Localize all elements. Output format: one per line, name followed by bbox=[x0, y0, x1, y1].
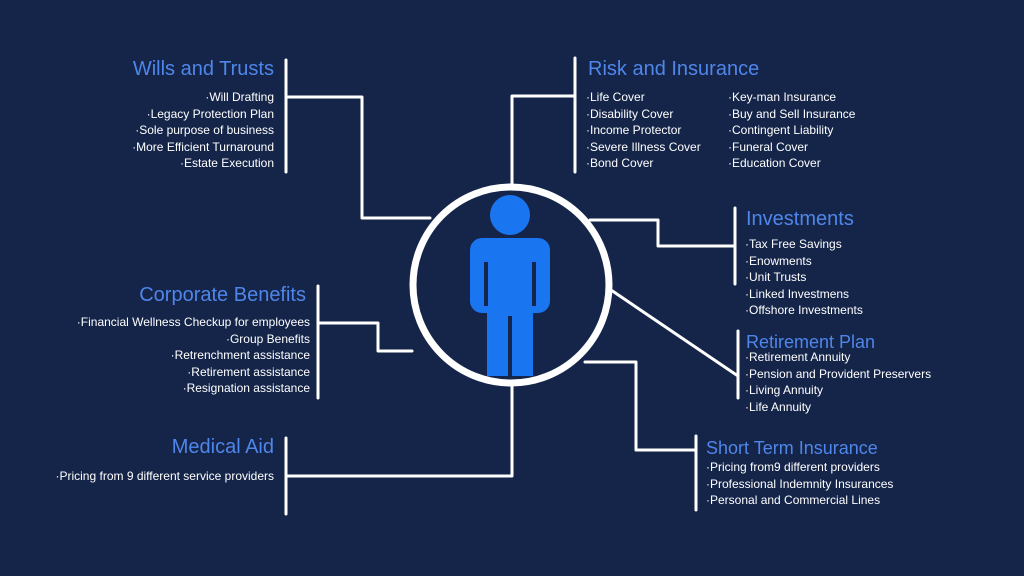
list-item: Enowments bbox=[745, 253, 863, 270]
list-item: Pricing from9 different providers bbox=[706, 459, 893, 476]
person-icon bbox=[470, 195, 550, 376]
list-item: Retirement Annuity bbox=[745, 349, 931, 366]
list-item: Personal and Commercial Lines bbox=[706, 492, 893, 509]
list-item: Tax Free Savings bbox=[745, 236, 863, 253]
risk-title: Risk and Insurance bbox=[588, 58, 760, 80]
list-item: Linked Investmens bbox=[745, 286, 863, 303]
shortterm-title: Short Term Insurance bbox=[706, 438, 878, 458]
risk-list-col2: Key-man Insurance Buy and Sell Insurance… bbox=[728, 89, 855, 172]
connector-investments bbox=[588, 218, 737, 248]
list-item: Income Protector bbox=[586, 122, 701, 139]
wills-list: Will Drafting Legacy Protection Plan Sol… bbox=[132, 89, 274, 172]
connector-medical bbox=[284, 383, 514, 478]
corporate-list: Financial Wellness Checkup for employees… bbox=[77, 314, 310, 397]
list-item: Life Cover bbox=[586, 89, 701, 106]
medical-list: Pricing from 9 different service provide… bbox=[55, 468, 274, 485]
list-item: Estate Execution bbox=[132, 155, 274, 172]
connector-shortterm bbox=[583, 360, 698, 452]
list-item: Sole purpose of business bbox=[132, 122, 274, 139]
list-item: Unit Trusts bbox=[745, 269, 863, 286]
list-item: Living Annuity bbox=[745, 382, 931, 399]
list-item: Will Drafting bbox=[132, 89, 274, 106]
list-item: Buy and Sell Insurance bbox=[728, 106, 855, 123]
list-item: Contingent Liability bbox=[728, 122, 855, 139]
shortterm-list: Pricing from9 different providers Profes… bbox=[706, 459, 893, 509]
connector-risk bbox=[510, 94, 577, 188]
connector-retirement bbox=[609, 288, 740, 378]
retirement-title: Retirement Plan bbox=[746, 332, 876, 352]
list-item: Legacy Protection Plan bbox=[132, 106, 274, 123]
connector-wills bbox=[284, 95, 432, 220]
list-item: Group Benefits bbox=[77, 331, 310, 348]
list-item: More Efficient Turnaround bbox=[132, 139, 274, 156]
list-item: Pricing from 9 different service provide… bbox=[55, 468, 274, 485]
list-item: Severe Illness Cover bbox=[586, 139, 701, 156]
list-item: Education Cover bbox=[728, 155, 855, 172]
list-item: Professional Indemnity Insurances bbox=[706, 476, 893, 493]
connector-corporate bbox=[316, 321, 414, 353]
retirement-list: Retirement Annuity Pension and Provident… bbox=[745, 349, 931, 415]
risk-list-col1: Life Cover Disability Cover Income Prote… bbox=[586, 89, 701, 172]
list-item: Funeral Cover bbox=[728, 139, 855, 156]
investments-list: Tax Free Savings Enowments Unit Trusts L… bbox=[745, 236, 863, 319]
list-item: Offshore Investments bbox=[745, 302, 863, 319]
corporate-title: Corporate Benefits bbox=[139, 284, 306, 306]
investments-title: Investments bbox=[746, 208, 854, 230]
list-item: Pension and Provident Preservers bbox=[745, 366, 931, 383]
list-item: Disability Cover bbox=[586, 106, 701, 123]
list-item: Key-man Insurance bbox=[728, 89, 855, 106]
list-item: Life Annuity bbox=[745, 399, 931, 416]
list-item: Resignation assistance bbox=[77, 380, 310, 397]
list-item: Retrenchment assistance bbox=[77, 347, 310, 364]
medical-title: Medical Aid bbox=[171, 436, 274, 458]
wills-title: Wills and Trusts bbox=[132, 58, 274, 80]
list-item: Financial Wellness Checkup for employees bbox=[77, 314, 310, 331]
list-item: Retirement assistance bbox=[77, 364, 310, 381]
list-item: Bond Cover bbox=[586, 155, 701, 172]
